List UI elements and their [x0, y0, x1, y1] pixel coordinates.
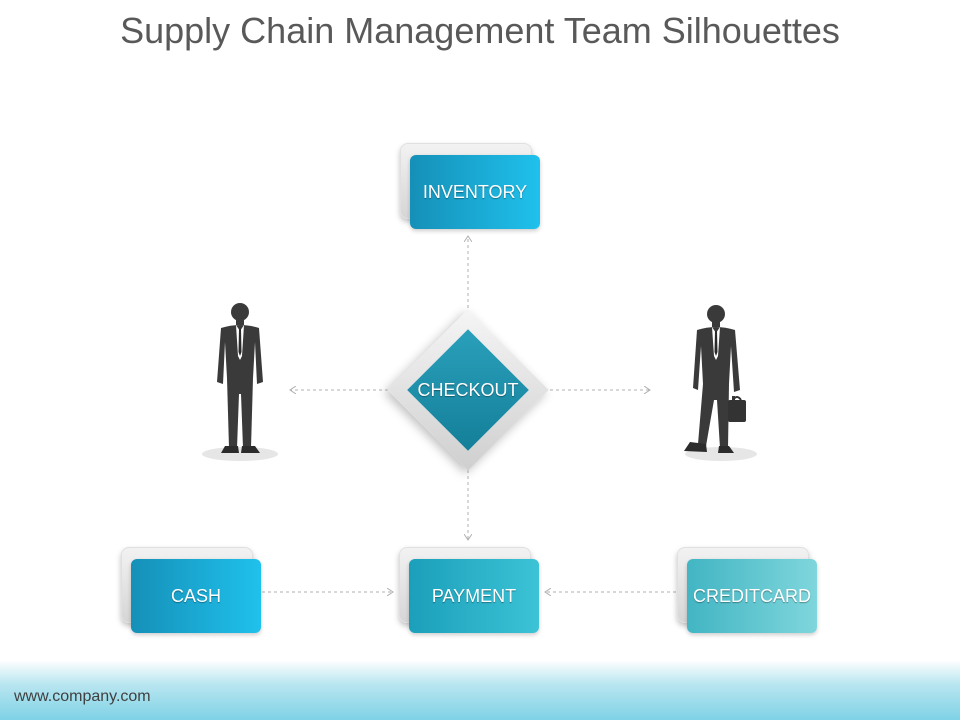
creditcard-label: CREDITCARD	[687, 559, 817, 633]
payment-label: PAYMENT	[409, 559, 539, 633]
footer-url: www.company.com	[14, 688, 151, 705]
checkout-label: CHECKOUT	[417, 379, 519, 400]
businessman-with-briefcase-silhouette-icon	[684, 305, 757, 461]
footer-band	[0, 660, 960, 720]
slide-title: Supply Chain Management Team Silhouettes	[120, 10, 840, 51]
checkout-diamond: CHECKOUT	[387, 309, 549, 471]
businessman-silhouette-icon	[202, 303, 278, 461]
inventory-label: INVENTORY	[410, 155, 540, 229]
cash-label: CASH	[131, 559, 261, 633]
